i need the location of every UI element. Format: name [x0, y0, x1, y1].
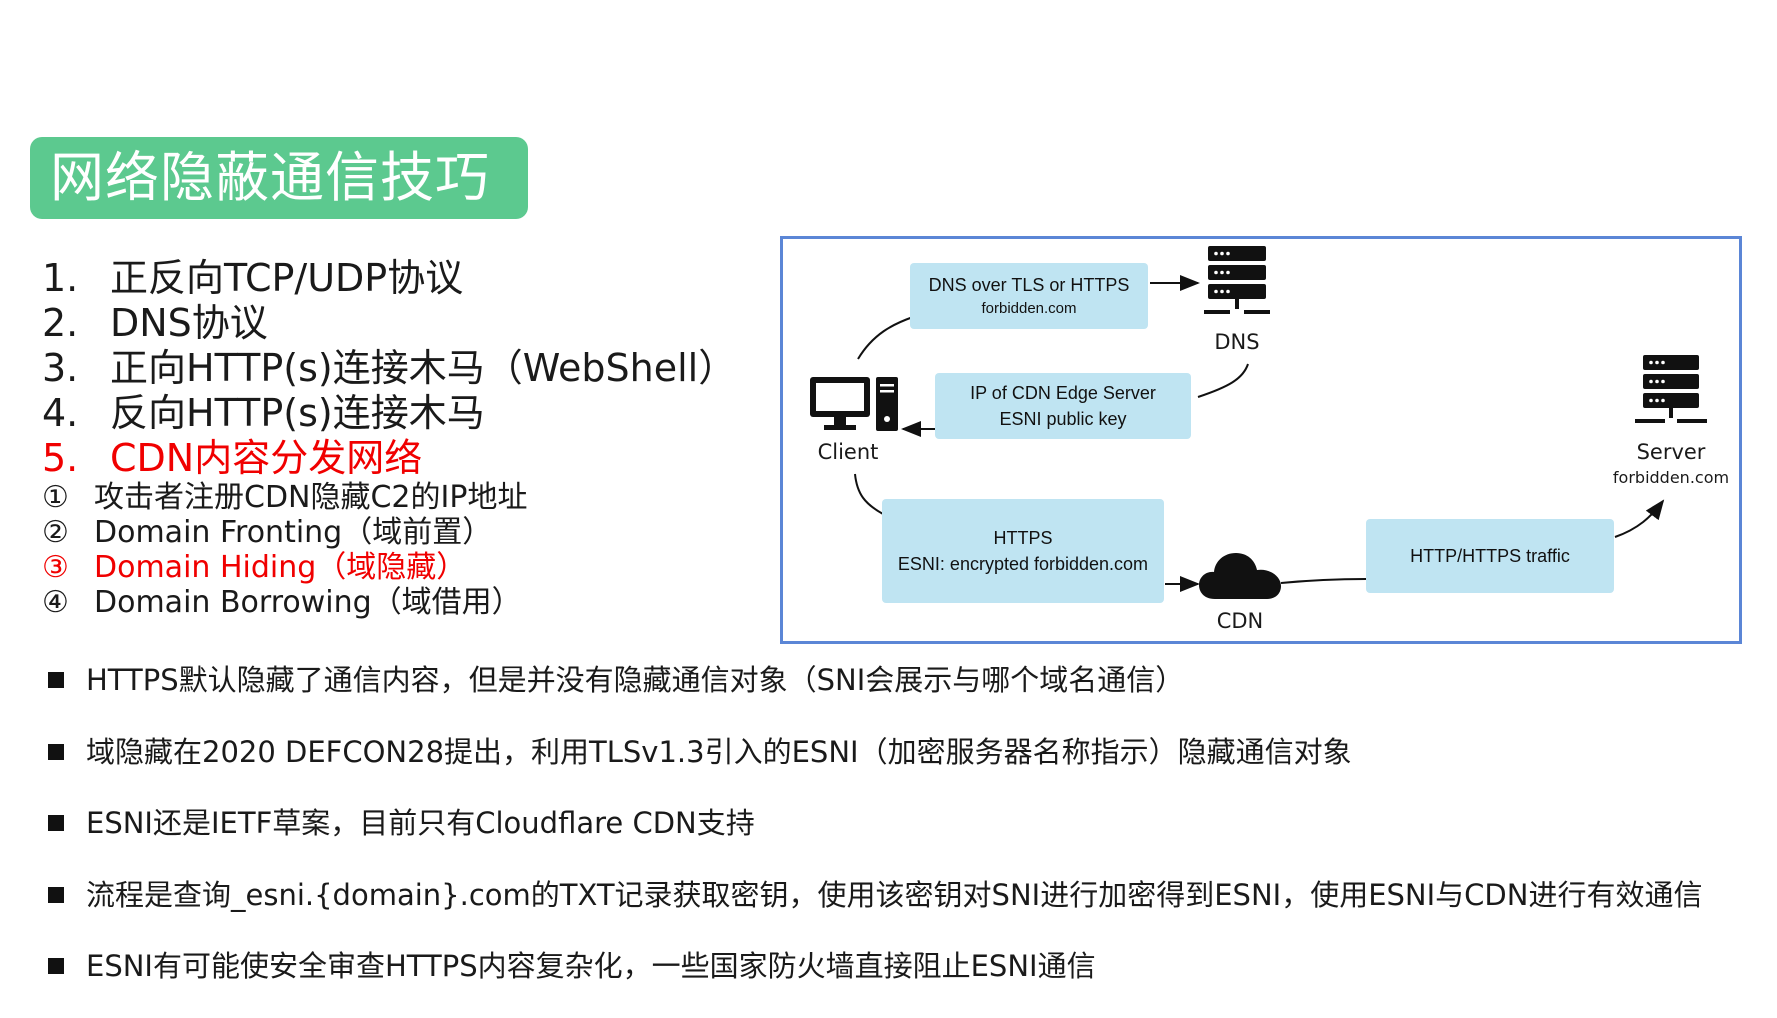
item-text: 正反向TCP/UDP协议: [110, 256, 464, 300]
box-line-1: HTTPS: [993, 528, 1053, 548]
http-traffic-box: HTTP/HTTPS traffic: [1366, 519, 1614, 593]
square-bullet-icon: [48, 958, 64, 974]
bullet-text: 流程是查询_esni.{domain}.com的TXT记录获取密钥，使用该密钥对…: [86, 877, 1703, 912]
box-line-1: IP of CDN Edge Server: [970, 383, 1156, 403]
box-line-2: ESNI: encrypted forbidden.com: [897, 554, 1149, 574]
sub-list-item: ④ Domain Borrowing（域借用）: [42, 585, 527, 620]
https-esni-box: HTTPS ESNI: encrypted forbidden.com: [882, 499, 1164, 603]
box-line-1: HTTP/HTTPS traffic: [1410, 546, 1570, 566]
item-number: 5.: [42, 436, 79, 480]
item-number: 1.: [42, 256, 79, 300]
bullet-text: ESNI还是IETF草案，目前只有Cloudflare CDN支持: [86, 806, 755, 840]
item-text: CDN内容分发网络: [110, 436, 423, 480]
list-item: 2. DNS协议: [42, 301, 736, 346]
bullet-text: 域隐藏在2020 DEFCON28提出，利用TLSv1.3引入的ESNI（加密服…: [86, 734, 1352, 769]
item-number: 2.: [42, 301, 79, 345]
box-line-1: DNS over TLS or HTTPS: [928, 275, 1130, 295]
item-number: ①: [42, 480, 69, 515]
item-text: 正向HTTP(s)连接木马（WebShell）: [110, 346, 737, 390]
bullet-list: HTTPS默认隐藏了通信内容，但是并没有隐藏通信对象（SNI会展示与哪个域名通信…: [48, 660, 1702, 1018]
item-text: Domain Fronting（域前置）: [94, 515, 493, 550]
slide-title: 网络隐蔽通信技巧: [30, 137, 528, 219]
item-number: 4.: [42, 391, 79, 435]
list-item: 4. 反向HTTP(s)连接木马: [42, 391, 736, 436]
arrow-cdn-to-traffic-box: [1280, 578, 1367, 584]
bullet-item: 流程是查询_esni.{domain}.com的TXT记录获取密钥，使用该密钥对…: [48, 875, 1702, 947]
item-number: ③: [42, 550, 69, 585]
list-item: 1. 正反向TCP/UDP协议: [42, 256, 736, 301]
arrow-client-to-dns-box: [857, 316, 914, 360]
item-text: Domain Borrowing（域借用）: [94, 585, 522, 620]
arrow-dns-to-ip-box: [1197, 363, 1249, 398]
bullet-item: ESNI有可能使安全审查HTTPS内容复杂化，一些国家防火墙直接阻止ESNI通信: [48, 946, 1702, 1018]
sub-list: ① 攻击者注册CDN隐藏C2的IP地址 ② Domain Fronting（域前置）…: [42, 480, 527, 620]
client-computer-icon: [810, 377, 898, 431]
item-number: 3.: [42, 346, 79, 390]
item-number: ②: [42, 515, 69, 550]
dns-server-icon: [1204, 246, 1270, 314]
server-label: Server: [1636, 440, 1706, 464]
arrow-client-to-https-box: [854, 473, 884, 515]
sub-list-item: ① 攻击者注册CDN隐藏C2的IP地址: [42, 480, 527, 515]
box-line-2: ESNI public key: [999, 409, 1127, 429]
item-number: ④: [42, 585, 69, 620]
list-item: 3. 正向HTTP(s)连接木马（WebShell）: [42, 346, 736, 391]
square-bullet-icon: [48, 815, 64, 831]
client-label: Client: [817, 440, 879, 464]
arrow-traffic-box-to-server: [1614, 499, 1665, 538]
bullet-item: HTTPS默认隐藏了通信内容，但是并没有隐藏通信对象（SNI会展示与哪个域名通信…: [48, 660, 1702, 732]
cdn-cloud-icon: [1199, 553, 1281, 599]
numbered-list: 1. 正反向TCP/UDP协议 2. DNS协议 3. 正向HTTP(s)连接木马（W…: [42, 256, 736, 481]
server-icon: [1635, 355, 1707, 423]
dns-label: DNS: [1214, 330, 1260, 354]
cdn-edge-ip-box: IP of CDN Edge Server ESNI public key: [935, 373, 1191, 439]
bullet-text: HTTPS默认隐藏了通信内容，但是并没有隐藏通信对象（SNI会展示与哪个域名通信…: [86, 663, 1185, 697]
item-text: Domain Hiding（域隐藏）: [94, 550, 467, 585]
square-bullet-icon: [48, 886, 64, 903]
bullet-item: 域隐藏在2020 DEFCON28提出，利用TLSv1.3引入的ESNI（加密服…: [48, 732, 1702, 804]
bullet-item: ESNI还是IETF草案，目前只有Cloudflare CDN支持: [48, 803, 1702, 875]
square-bullet-icon: [48, 743, 64, 760]
square-bullet-icon: [48, 672, 64, 688]
box-line-2: forbidden.com: [981, 300, 1077, 317]
cdn-label: CDN: [1216, 609, 1264, 633]
bullet-text: ESNI有可能使安全审查HTTPS内容复杂化，一些国家防火墙直接阻止ESNI通信: [86, 949, 1096, 983]
server-domain-label: forbidden.com: [1612, 468, 1730, 487]
sub-list-item-highlighted: ③ Domain Hiding（域隐藏）: [42, 550, 527, 585]
item-text: DNS协议: [110, 301, 268, 345]
dns-over-tls-box: DNS over TLS or HTTPS forbidden.com: [910, 263, 1148, 329]
connector-arrows: [854, 275, 1665, 592]
item-text: 攻击者注册CDN隐藏C2的IP地址: [94, 480, 528, 515]
item-text: 反向HTTP(s)连接木马: [110, 391, 485, 435]
list-item-highlighted: 5. CDN内容分发网络: [42, 436, 736, 481]
esni-flow-diagram: DNS over TLS or HTTPS forbidden.com IP o…: [780, 236, 1742, 644]
sub-list-item: ② Domain Fronting（域前置）: [42, 515, 527, 550]
